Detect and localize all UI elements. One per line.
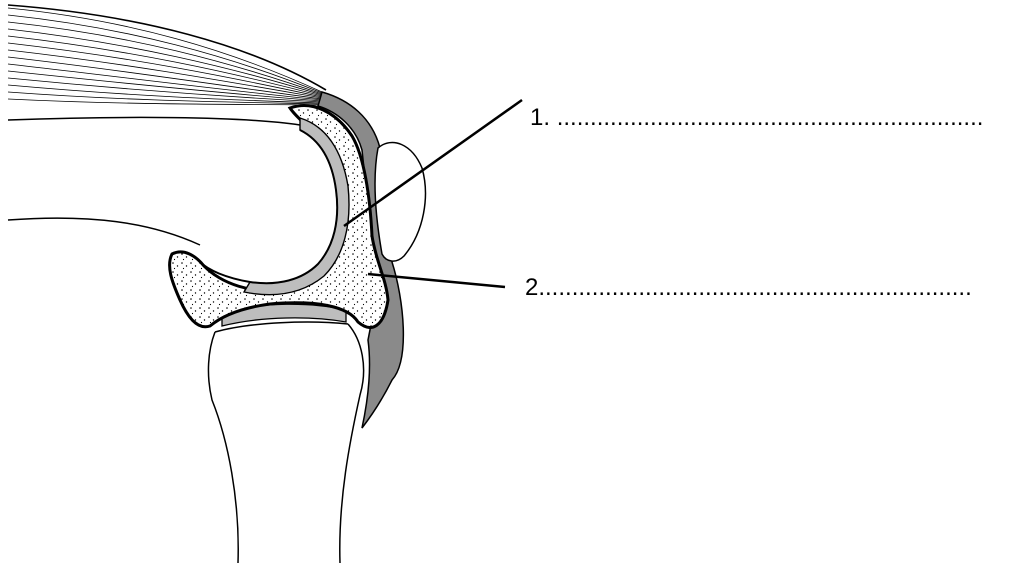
femur-upper-outline: [8, 117, 300, 125]
tibia: [208, 322, 363, 563]
label-2-answer-line[interactable]: ........................................…: [545, 274, 972, 301]
femoral-condyle: [200, 130, 337, 283]
label-1-answer-line[interactable]: ........................................…: [557, 104, 984, 131]
label-1: 1. .....................................…: [530, 106, 983, 130]
femur-lower-outline: [8, 218, 200, 245]
muscle-fibers: [8, 8, 322, 105]
label-1-number: 1.: [530, 104, 550, 131]
label-2: 2.......................................…: [525, 276, 972, 300]
patella: [375, 142, 425, 261]
label-2-number: 2.: [525, 274, 545, 301]
